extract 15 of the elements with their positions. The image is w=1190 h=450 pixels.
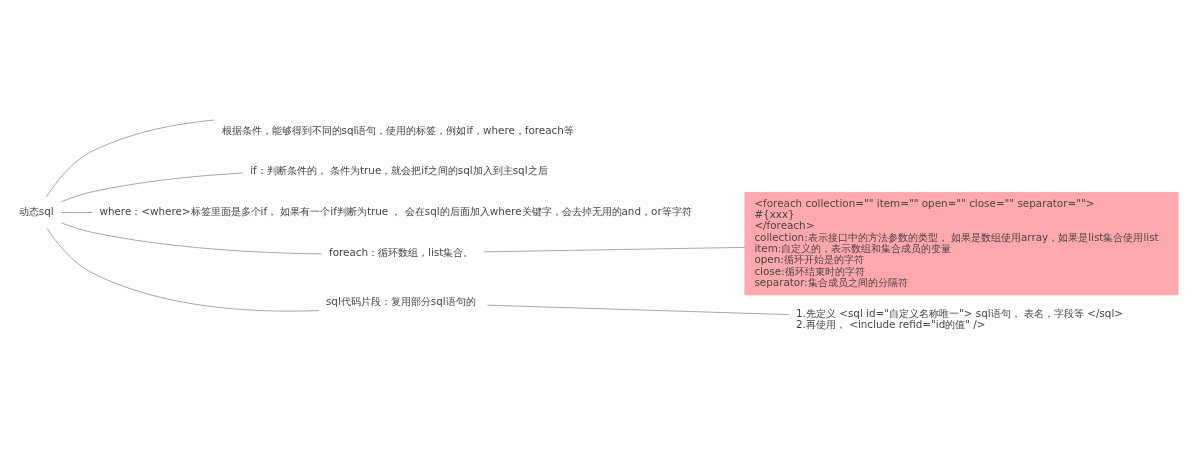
node-text: 1.先定义 <sql id="自定义名称唯一"> sql语句， 表名，字段等 </sql> 2.再使用， <include refid="id的值" />	[796, 306, 1123, 330]
node-box: <foreach collection="" item="" open="" close="" separator=""> #{xxx} </foreach> collection:表示接口中的方法参数的类型， 如果是数组使用array，如果是list集合使用list item:自定义的，表示数组和集合成员的变量 open:循环开始是的字符 close:循环结束时的字符 separator:集合成员之间的分隔符	[744, 191, 1179, 295]
node-text: foreach：循环数组，list集合。	[329, 245, 474, 258]
node-text: if：判断条件的， 条件为true，就会把if之间的sql加入到主sql之后	[250, 163, 548, 176]
connector	[483, 246, 746, 252]
connector	[60, 221, 323, 254]
node-text: sql代码片段：复用部分sql语句的	[325, 294, 476, 307]
node-text: 动态sql	[18, 204, 54, 217]
node-text: 根据条件，能够得到不同的sql语句，使用的标签，例如if，where，foreach等	[221, 123, 574, 136]
connector	[60, 211, 93, 213]
connector	[486, 304, 790, 315]
connector	[46, 227, 320, 312]
connector	[60, 172, 244, 202]
connector	[46, 119, 215, 197]
node-text: where：<where>标签里面是多个if， 如果有一个if判断为true ， 会在sql的后面加入where关键字，会去掉无用的and，or等字符	[99, 204, 692, 217]
